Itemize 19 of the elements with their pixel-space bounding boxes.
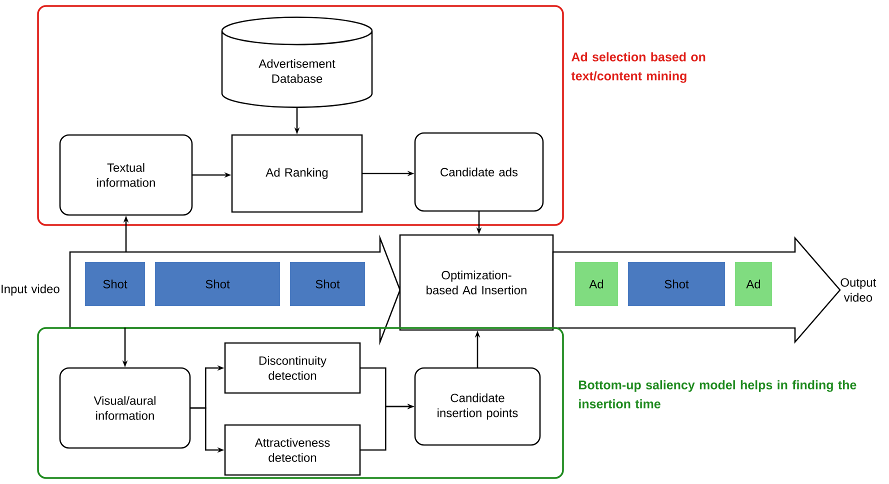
group-heading: Ad selection based on text/content mining (571, 52, 706, 83)
video-label: Output video (840, 278, 876, 302)
shot-segment: Shot (85, 262, 145, 306)
process-box: Optimization-based Ad Insertion (399, 234, 554, 331)
database-cylinder: Advertisement Database (221, 16, 373, 108)
shot-segment: Shot (155, 262, 280, 306)
group-heading: Bottom-up saliency model helps in finding the insertion time (579, 380, 856, 408)
process-box: Discontinuity detection (224, 342, 361, 394)
process-box: Visual/aural information (59, 367, 191, 449)
process-box: Candidate ads (414, 132, 544, 212)
process-box: Attractiveness detection (224, 424, 361, 476)
process-box: Candidate insertion points (414, 367, 541, 446)
shot-segment: Shot (290, 262, 365, 306)
process-box: Textual information (59, 134, 193, 216)
video-label: Input video (2, 284, 60, 296)
ad-segment: Ad (575, 262, 618, 306)
ad-segment: Ad (735, 262, 772, 306)
shot-segment: Shot (628, 262, 725, 306)
process-box: Ad Ranking (231, 134, 363, 213)
